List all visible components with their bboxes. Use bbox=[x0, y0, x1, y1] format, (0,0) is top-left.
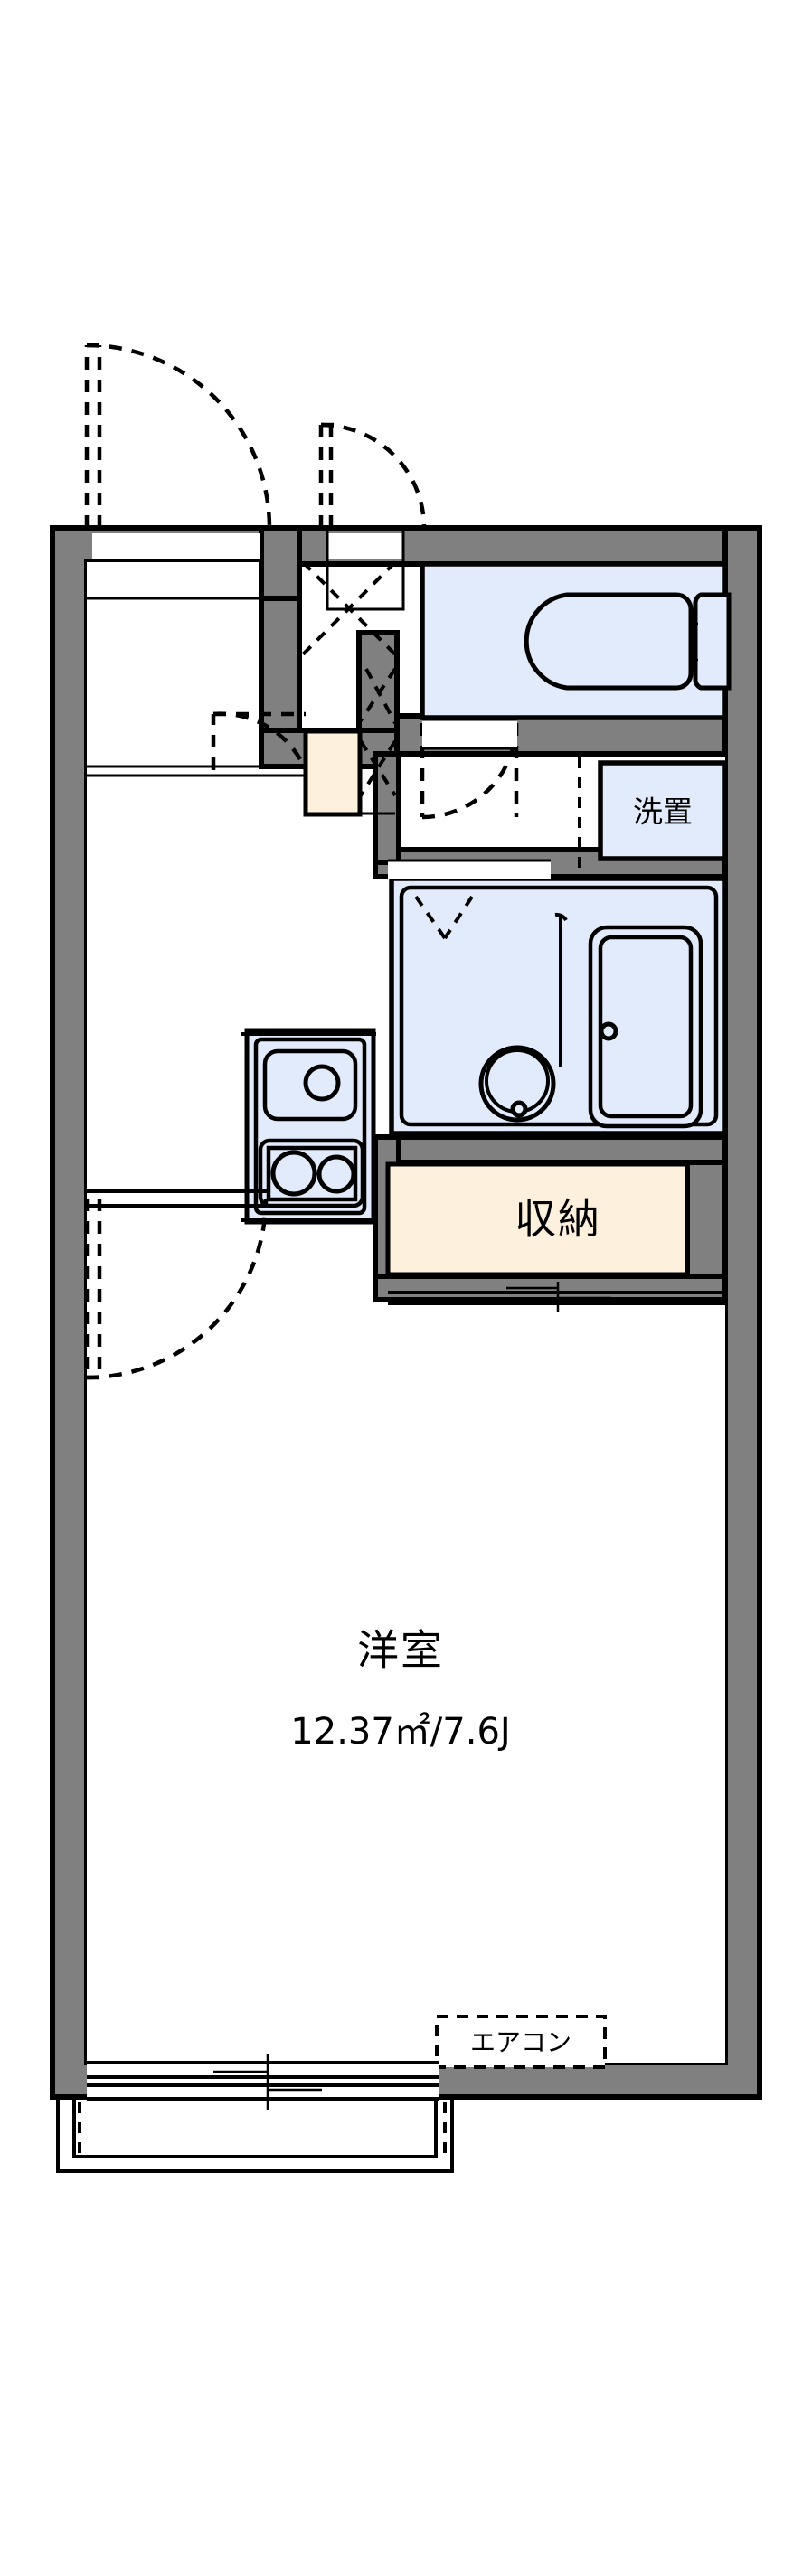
toilet-door-swing bbox=[420, 722, 519, 820]
room-door-swing bbox=[84, 1198, 269, 1380]
washbasin-fixture bbox=[478, 1045, 556, 1123]
kitchen-sink-fixture bbox=[262, 1048, 358, 1122]
unit-bath-room bbox=[389, 876, 728, 1136]
kitchen-unit bbox=[241, 1028, 376, 1225]
storage-label: 収納 bbox=[515, 1195, 601, 1244]
washroom-label: 洗置 bbox=[633, 794, 693, 830]
toilet-fixture bbox=[524, 592, 732, 691]
bath-door-header bbox=[388, 859, 551, 879]
aircon-marker: エアコン bbox=[435, 2015, 607, 2069]
genkan-folding-door bbox=[301, 560, 397, 815]
western-room-area: 12.37㎡/7.6J bbox=[290, 1711, 510, 1753]
toilet-room bbox=[420, 561, 732, 720]
toilet-door-opening bbox=[422, 718, 517, 750]
room-door-opening bbox=[87, 1189, 268, 1208]
two-burner-stove-fixture bbox=[258, 1138, 365, 1208]
hall-partitions bbox=[87, 597, 307, 777]
hall-small-door-swing bbox=[211, 711, 308, 771]
genkan-door-swing bbox=[318, 422, 427, 529]
balcony-area bbox=[56, 2097, 454, 2173]
bathtub-fixture bbox=[588, 925, 703, 1129]
storage-closet: 収納 bbox=[385, 1161, 728, 1277]
balcony-sliding-window bbox=[87, 2054, 439, 2110]
aircon-label: エアコン bbox=[470, 2027, 571, 2057]
western-room-label: 洋室 bbox=[357, 1626, 444, 1675]
door-openings-top bbox=[92, 526, 405, 611]
western-room: 洋室 12.37㎡/7.6J bbox=[290, 1626, 510, 1753]
washroom-area: 洗置 bbox=[598, 760, 728, 861]
entrance-door-swing bbox=[84, 343, 272, 529]
genkan-entrance bbox=[303, 729, 363, 817]
closet-sliding-door bbox=[388, 1282, 725, 1312]
right-wall-notches bbox=[685, 1160, 728, 1279]
